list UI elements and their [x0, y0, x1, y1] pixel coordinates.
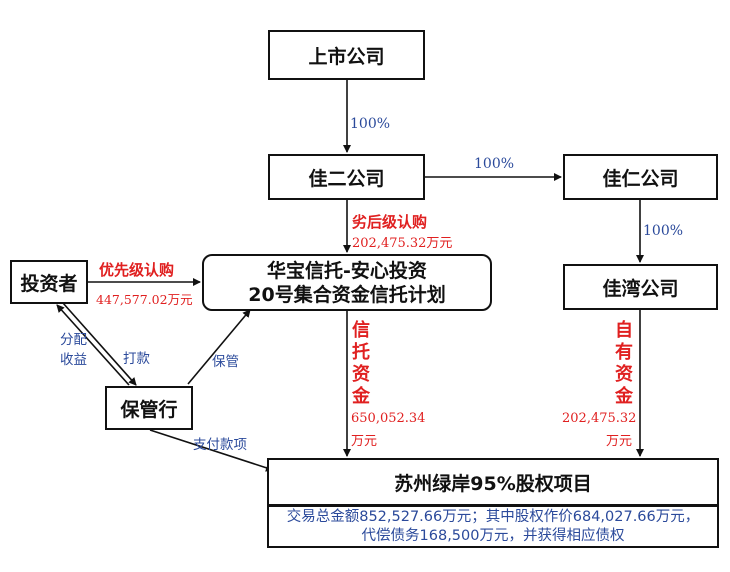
arrow-custodian-to-trust	[187, 309, 251, 385]
label-jiaren-to-jiawan-pct: 100%	[643, 223, 684, 239]
investor-label: 投资者	[20, 272, 78, 295]
label-jiaer-to-jiaren-pct: 100%	[474, 156, 515, 172]
jiaren-company-label: 佳仁公司	[602, 167, 679, 190]
label-distribution-line2: 收益	[60, 352, 87, 368]
trust-plan-line2: 20号集合资金信托计划	[248, 283, 446, 306]
investor-box: 投资者	[10, 260, 88, 304]
arrow-custodian-to-investor	[56, 304, 130, 386]
project-box: 苏州绿岸95%股权项目	[267, 458, 719, 506]
label-payment: 打款	[123, 351, 150, 367]
label-priority-amount: 447,577.02万元	[96, 292, 193, 307]
jiaren-company-box: 佳仁公司	[563, 154, 718, 200]
jiawan-company-box: 佳湾公司	[563, 264, 718, 310]
arrow-custodian-to-project	[149, 429, 274, 472]
jiaer-company-box: 佳二公司	[268, 154, 425, 200]
label-trust-funds: 信托资金	[352, 320, 370, 407]
listed-company-label: 上市公司	[308, 45, 385, 68]
label-priority: 优先级认购	[99, 261, 175, 279]
arrow-investor-to-custodian	[62, 302, 137, 386]
project-title: 苏州绿岸95%股权项目	[394, 472, 592, 495]
project-details-line1: 交易总金额852,527.66万元；其中股权作价684,027.66万元，	[286, 508, 700, 525]
label-trust-funds-amount: 650,052.34	[351, 411, 426, 426]
label-subordinated: 劣后级认购	[352, 213, 428, 231]
trust-plan-line1: 华宝信托-安心投资	[267, 259, 427, 282]
custodian-label: 保管行	[120, 398, 178, 421]
project-details-box: 交易总金额852,527.66万元；其中股权作价684,027.66万元， 代偿…	[267, 505, 719, 548]
label-payment-items: 支付款项	[193, 437, 247, 453]
label-listed-to-jiaer-pct: 100%	[350, 116, 391, 132]
label-subordinated-amount: 202,475.32万元	[352, 236, 453, 251]
custodian-box: 保管行	[105, 386, 193, 430]
label-trust-funds-unit: 万元	[351, 434, 378, 449]
label-custody: 保管	[212, 354, 239, 370]
project-details-line2: 代偿债务168,500万元，并获得相应债权	[361, 527, 625, 544]
listed-company-box: 上市公司	[268, 30, 425, 80]
label-own-funds-unit: 万元	[606, 434, 633, 449]
label-own-funds-amount: 202,475.32	[562, 411, 637, 426]
jiawan-company-label: 佳湾公司	[602, 277, 679, 300]
label-distribution-line1: 分配	[60, 332, 87, 348]
label-own-funds: 自有资金	[615, 320, 633, 407]
trust-plan-box: 华宝信托-安心投资 20号集合资金信托计划	[202, 254, 492, 311]
jiaer-company-label: 佳二公司	[308, 167, 385, 190]
